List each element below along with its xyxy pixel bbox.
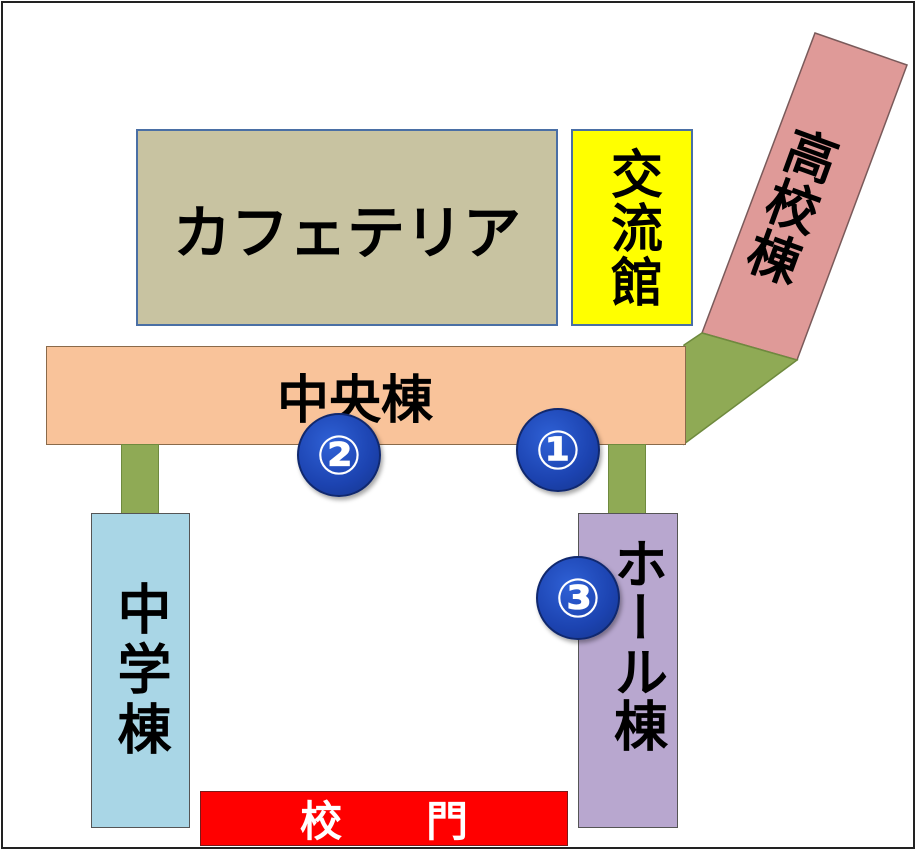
junior-high-building: 中学棟 — [91, 513, 190, 828]
cafeteria-label: カフェテリア — [172, 198, 521, 267]
connector-central-hall — [608, 444, 646, 514]
connector-central-juniorhigh — [121, 444, 159, 514]
junior-high-label: 中学棟 — [108, 580, 172, 761]
school-gate: 校 門 — [200, 791, 568, 846]
exchange-hall-building: 交流館 — [571, 129, 693, 326]
marker-3-label: ③ — [555, 566, 601, 630]
exchange-hall-label: 交流館 — [601, 146, 663, 309]
marker-1[interactable]: ① — [516, 408, 600, 492]
hall-label: ホール棟 — [604, 536, 669, 752]
marker-2-label: ② — [316, 423, 362, 487]
marker-3[interactable]: ③ — [536, 556, 620, 640]
marker-2[interactable]: ② — [297, 413, 381, 497]
cafeteria-building: カフェテリア — [136, 129, 558, 326]
marker-1-label: ① — [535, 418, 581, 482]
school-gate-label: 校 門 — [299, 797, 468, 846]
